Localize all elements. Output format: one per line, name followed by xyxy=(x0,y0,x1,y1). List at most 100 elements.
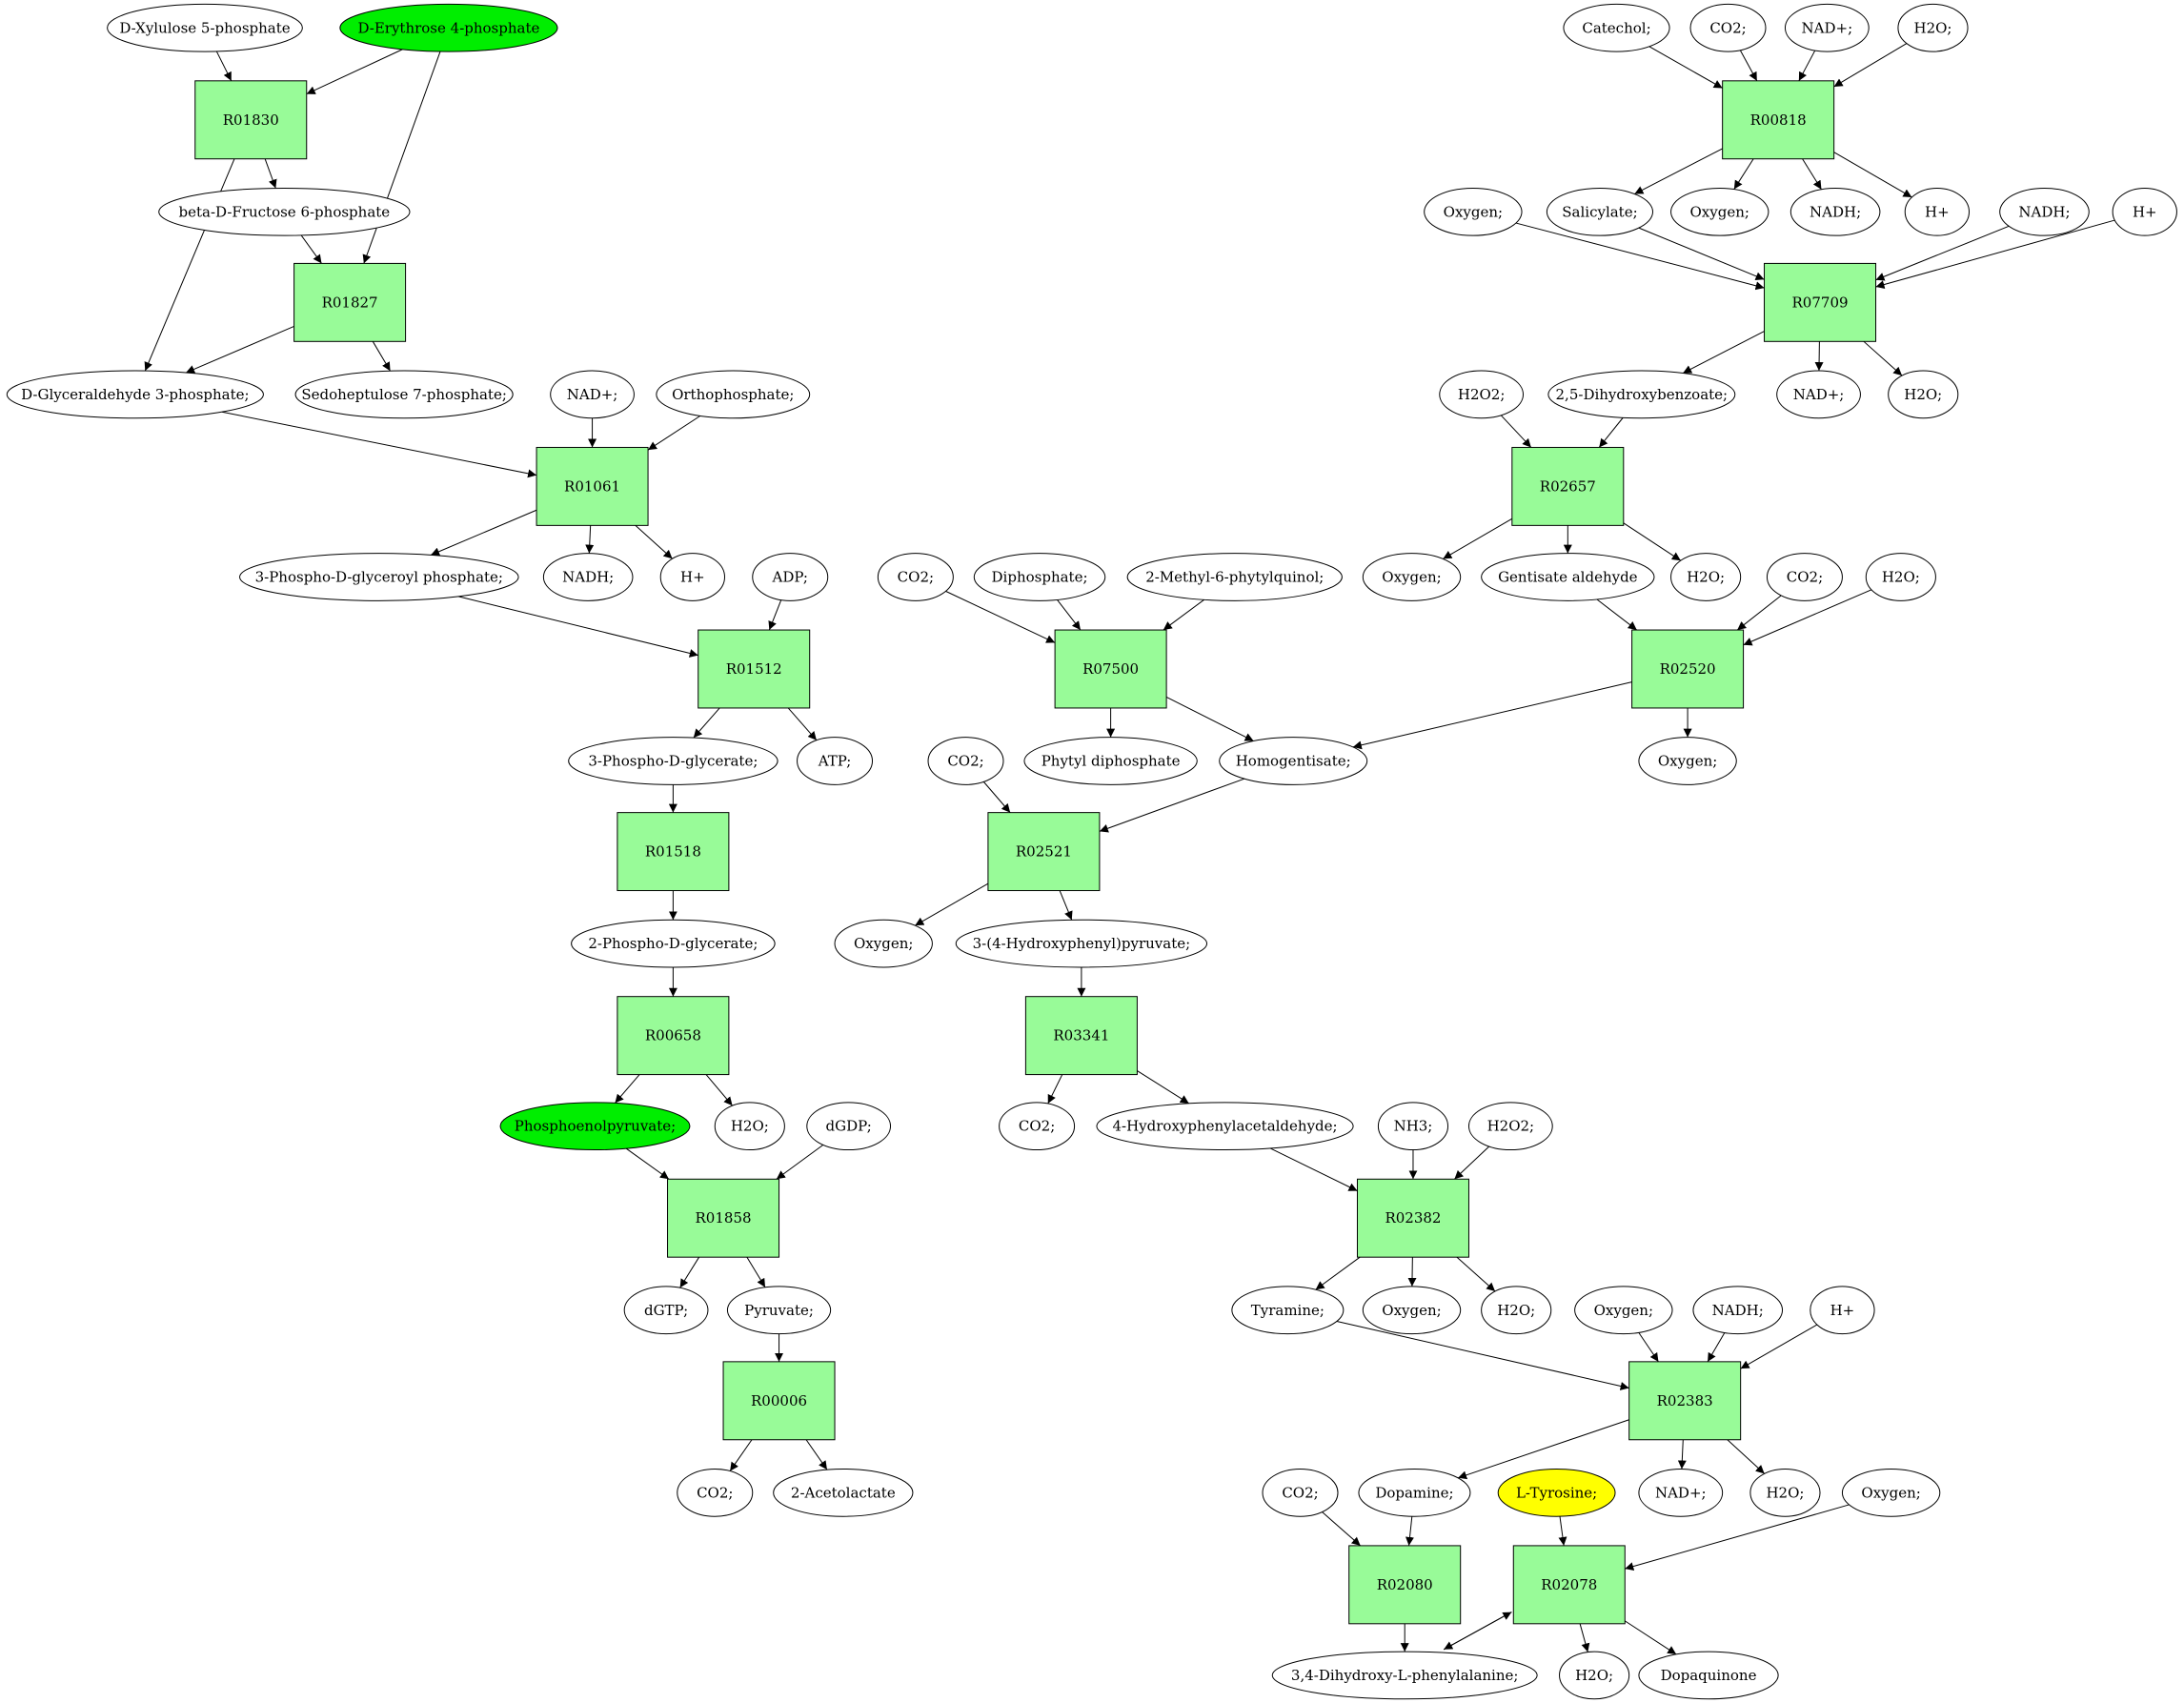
edge-c_h2o_5-to-R02520 xyxy=(1743,589,1872,646)
compound-node[interactable]: H+ xyxy=(659,553,725,601)
compound-node[interactable]: H2O2; xyxy=(1467,1102,1553,1151)
compound-node[interactable]: NH3; xyxy=(1377,1102,1449,1151)
compound-node[interactable]: D-Erythrose 4-phosphate xyxy=(339,3,558,52)
reaction-node-R01518[interactable]: R01518 xyxy=(617,812,730,892)
compound-node[interactable]: NADH; xyxy=(542,553,634,601)
reaction-node-R02383[interactable]: R02383 xyxy=(1628,1361,1742,1441)
compound-node[interactable]: NAD+; xyxy=(1638,1468,1724,1517)
compound-node[interactable]: dGDP; xyxy=(806,1102,892,1151)
compound-node[interactable]: NAD+; xyxy=(550,370,635,419)
compound-node[interactable]: Oxygen; xyxy=(1574,1286,1673,1335)
compound-node[interactable]: Tyramine; xyxy=(1231,1286,1345,1335)
reaction-node-R01858[interactable]: R01858 xyxy=(667,1178,780,1258)
compound-node[interactable]: Oxygen; xyxy=(1424,187,1523,236)
compound-node[interactable]: Phytyl diphosphate xyxy=(1023,737,1198,785)
compound-node[interactable]: Salicylate; xyxy=(1546,187,1654,236)
compound-node[interactable]: dGTP; xyxy=(623,1286,709,1335)
edge-c_h2o2_2-to-R02382 xyxy=(1454,1145,1490,1180)
compound-node[interactable]: H2O; xyxy=(1749,1468,1821,1517)
compound-node[interactable]: Dopamine; xyxy=(1358,1468,1471,1517)
compound-node[interactable]: Oxygen; xyxy=(1670,187,1769,236)
compound-node[interactable]: Oxygen; xyxy=(1638,737,1737,785)
compound-label: CO2; xyxy=(697,1484,733,1501)
compound-node[interactable]: CO2; xyxy=(1262,1468,1339,1517)
compound-node[interactable]: Catechol; xyxy=(1563,3,1670,52)
compound-node[interactable]: Oxygen; xyxy=(1362,1286,1462,1335)
compound-node[interactable]: 3-Phospho-D-glyceroyl phosphate; xyxy=(239,553,519,601)
reaction-node-R01827[interactable]: R01827 xyxy=(293,262,407,342)
edge-R01830-to-c_bfru6p xyxy=(264,158,277,189)
compound-node[interactable]: 2-Acetolactate xyxy=(773,1468,914,1517)
compound-node[interactable]: CO2; xyxy=(1689,3,1767,52)
compound-label: Oxygen; xyxy=(1382,568,1441,585)
compound-node[interactable]: CO2; xyxy=(1766,553,1843,601)
compound-node[interactable]: 3-(4-Hydroxyphenyl)pyruvate; xyxy=(955,919,1208,968)
reaction-label: R00006 xyxy=(751,1392,807,1409)
compound-node[interactable]: Gentisate aldehyde xyxy=(1481,553,1655,601)
compound-node[interactable]: Oxygen; xyxy=(834,919,933,968)
compound-node[interactable]: NADH; xyxy=(1999,187,2090,236)
reaction-node-R02382[interactable]: R02382 xyxy=(1356,1178,1469,1258)
compound-node[interactable]: ADP; xyxy=(752,553,829,601)
reaction-node-R01061[interactable]: R01061 xyxy=(536,446,649,526)
compound-node[interactable]: 2,5-Dihydroxybenzoate; xyxy=(1547,370,1736,419)
compound-node[interactable]: H2O; xyxy=(1481,1286,1552,1335)
compound-node[interactable]: H2O; xyxy=(1888,370,1959,419)
compound-node[interactable]: Oxygen; xyxy=(1841,1468,1941,1517)
edge-c_adp-to-R01512 xyxy=(768,599,782,631)
compound-node[interactable]: D-Glyceraldehyde 3-phosphate; xyxy=(6,370,264,419)
reaction-node-R01512[interactable]: R01512 xyxy=(698,629,811,709)
compound-node[interactable]: CO2; xyxy=(999,1102,1076,1151)
compound-node[interactable]: NADH; xyxy=(1692,1286,1784,1335)
reaction-node-R00818[interactable]: R00818 xyxy=(1722,80,1835,160)
compound-node[interactable]: H+ xyxy=(2112,187,2177,236)
reaction-node-R00006[interactable]: R00006 xyxy=(722,1361,836,1441)
compound-node[interactable]: 2-Methyl-6-phytylquinol; xyxy=(1126,553,1343,601)
reaction-node-R01830[interactable]: R01830 xyxy=(194,80,308,160)
reaction-node-R02521[interactable]: R02521 xyxy=(987,812,1101,892)
reaction-node-R02080[interactable]: R02080 xyxy=(1348,1545,1462,1625)
compound-node[interactable]: Diphosphate; xyxy=(973,553,1106,601)
reaction-node-R02657[interactable]: R02657 xyxy=(1511,446,1625,526)
compound-ellipse xyxy=(1692,1286,1784,1335)
compound-node[interactable]: Dopaquinone xyxy=(1638,1651,1779,1700)
compound-node[interactable]: 3,4-Dihydroxy-L-phenylalanine; xyxy=(1271,1651,1538,1700)
compound-node[interactable]: H2O; xyxy=(1897,3,1969,52)
compound-node[interactable]: 3-Phospho-D-glycerate; xyxy=(568,737,779,785)
compound-node[interactable]: CO2; xyxy=(927,737,1004,785)
reaction-label: R01830 xyxy=(223,112,279,129)
compound-node[interactable]: H2O; xyxy=(1670,553,1742,601)
compound-node[interactable]: H+ xyxy=(1904,187,1971,236)
compound-label: Diphosphate; xyxy=(992,568,1088,585)
compound-node[interactable]: 2-Phospho-D-glycerate; xyxy=(571,919,776,968)
reaction-node-R00658[interactable]: R00658 xyxy=(617,996,730,1076)
compound-node[interactable]: NAD+; xyxy=(1784,3,1870,52)
reaction-node-R03341[interactable]: R03341 xyxy=(1024,996,1138,1076)
compound-node[interactable]: Orthophosphate; xyxy=(656,370,811,419)
compound-node[interactable]: Phosphoenolpyruvate; xyxy=(499,1102,691,1151)
reaction-node-R02520[interactable]: R02520 xyxy=(1631,629,1745,709)
compound-node[interactable]: H2O; xyxy=(1865,553,1936,601)
compound-node[interactable]: Oxygen; xyxy=(1362,553,1462,601)
compound-node[interactable]: CO2; xyxy=(677,1468,754,1517)
reaction-node-R07500[interactable]: R07500 xyxy=(1054,629,1167,709)
compound-label: dGTP; xyxy=(644,1302,688,1319)
compound-node[interactable]: H+ xyxy=(1810,1286,1875,1335)
compound-ellipse xyxy=(2112,187,2177,236)
compound-node[interactable]: H2O2; xyxy=(1439,370,1525,419)
compound-node[interactable]: L-Tyrosine; xyxy=(1497,1468,1616,1517)
reaction-node-R07709[interactable]: R07709 xyxy=(1764,262,1877,342)
compound-node[interactable]: 4-Hydroxyphenylacetaldehyde; xyxy=(1096,1102,1354,1151)
compound-node[interactable]: beta-D-Fructose 6-phosphate xyxy=(158,187,411,236)
compound-node[interactable]: Homogentisate; xyxy=(1219,737,1368,785)
compound-node[interactable]: NADH; xyxy=(1790,187,1881,236)
reaction-node-R02078[interactable]: R02078 xyxy=(1512,1545,1626,1625)
compound-node[interactable]: CO2; xyxy=(877,553,954,601)
compound-node[interactable]: Pyruvate; xyxy=(726,1286,832,1335)
compound-node[interactable]: H2O; xyxy=(1559,1651,1630,1700)
compound-node[interactable]: H2O; xyxy=(714,1102,785,1151)
compound-node[interactable]: NAD+; xyxy=(1776,370,1861,419)
compound-node[interactable]: Sedoheptulose 7-phosphate; xyxy=(294,370,514,419)
compound-node[interactable]: ATP; xyxy=(797,737,874,785)
compound-node[interactable]: D-Xylulose 5-phosphate xyxy=(107,3,303,52)
